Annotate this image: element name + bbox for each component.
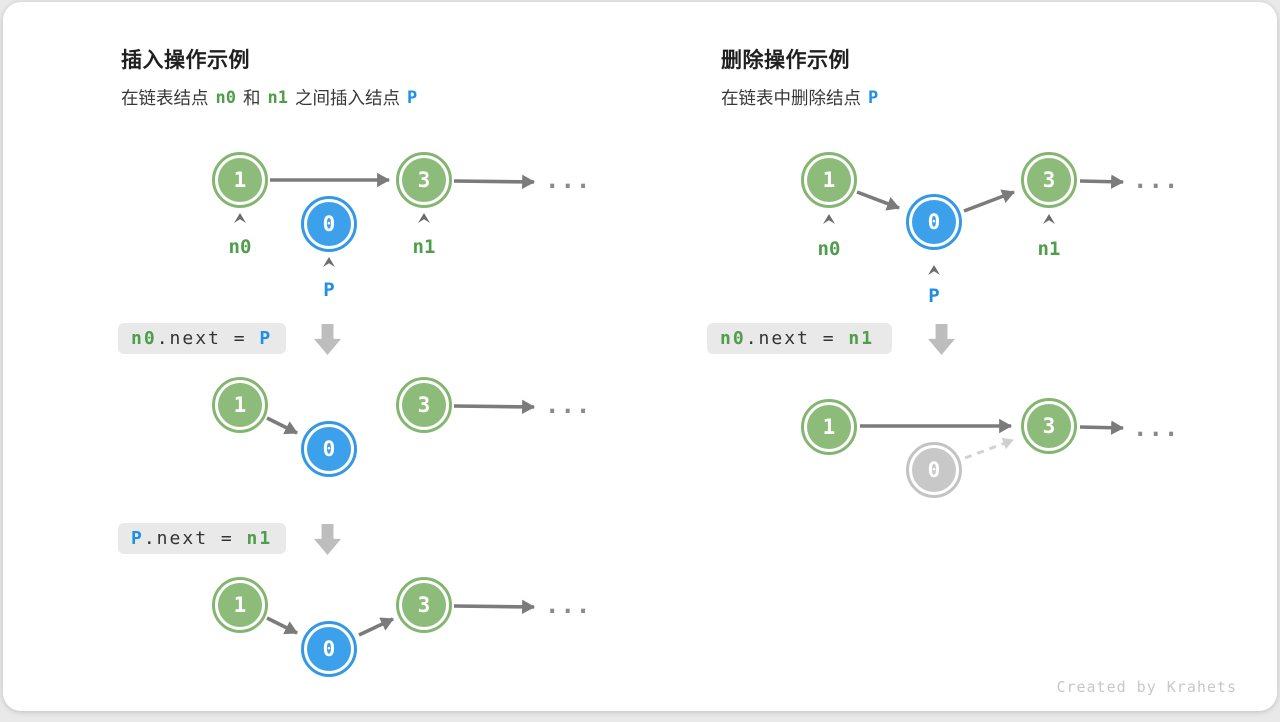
node-1: 1: [801, 399, 857, 455]
ellipsis: ...: [1133, 166, 1180, 194]
insert-subtitle-text-1: 在链表结点: [121, 88, 209, 108]
delete-subtitle-token-p: P: [868, 87, 879, 108]
insert-subtitle-token-n1: n1: [267, 87, 288, 108]
caret-up-icon: [323, 257, 335, 267]
code-lhs: n0: [720, 328, 746, 349]
node-3: 3: [396, 152, 452, 208]
arrow-insert2-3toellipsis: [453, 399, 536, 415]
delete-subtitle: 在链表中删除结点 P: [721, 85, 885, 110]
ellipsis: ...: [545, 391, 592, 419]
insert-subtitle-text-3: 之间插入结点: [294, 88, 400, 108]
pointer-label-n1: n1: [1037, 238, 1061, 260]
arrow-insert3-0to3: [358, 617, 394, 637]
arrow-delete2-3toellipsis: [1079, 420, 1125, 435]
code-lhs: P: [131, 528, 144, 549]
arrow-delete1-3toellipsis: [1079, 174, 1125, 189]
arrow-delete1-0to3: [963, 189, 1016, 213]
delete-title: 删除操作示例: [721, 49, 850, 72]
ellipsis: ...: [545, 591, 592, 619]
arrow-insert3-1to0: [266, 616, 298, 635]
down-arrow-icon: [928, 324, 955, 355]
insert-subtitle: 在链表结点 n0 和 n1 之间插入结点 P: [121, 85, 424, 110]
arrow-layer: [266, 172, 1125, 637]
arrow-delete1-1to0: [856, 190, 901, 211]
insert-subtitle-token-n0: n0: [215, 87, 236, 108]
arrow-insert1-3toellipsis: [453, 174, 536, 190]
node-p: 0: [906, 194, 962, 250]
node-p: 0: [301, 196, 357, 252]
insert-subtitle-text-2: 和: [242, 88, 261, 108]
insert-subtitle-token-p: P: [406, 87, 418, 108]
caret-up-icon: [418, 213, 430, 223]
insert-title: 插入操作示例: [121, 49, 250, 72]
credit-text: Created by Krahets: [1056, 678, 1237, 696]
code-rhs: P: [259, 328, 273, 349]
code-op: .next =: [143, 528, 247, 549]
down-arrow-icon: [314, 324, 341, 355]
node-3: 3: [396, 377, 452, 433]
node-3: 3: [396, 577, 452, 633]
arrow-insert3-3toellipsis: [453, 599, 536, 615]
pointer-label-n1: n1: [412, 236, 436, 258]
caret-up-icon: [1043, 214, 1055, 224]
code-box-delete-step1: n0.next = n1: [707, 323, 892, 354]
node-1: 1: [801, 152, 857, 208]
node-1: 1: [212, 377, 268, 433]
code-lhs: n0: [131, 328, 157, 349]
caret-up-icon: [823, 214, 835, 224]
node-1: 1: [212, 152, 268, 208]
pointer-label-p: P: [323, 279, 335, 301]
down-arrow-icon: [314, 524, 341, 555]
arrow-delete2-0to3-dashed: [964, 437, 1014, 460]
node-1: 1: [212, 577, 268, 633]
code-box-insert-step2: P.next = n1: [118, 523, 286, 554]
node-p: 0: [301, 621, 357, 677]
code-op: .next =: [156, 328, 260, 349]
pointer-label-p: P: [928, 285, 940, 307]
pointer-label-n0: n0: [228, 236, 252, 258]
caret-up-icon: [928, 265, 940, 275]
ellipsis: ...: [545, 166, 592, 194]
code-rhs: n1: [848, 328, 875, 349]
node-3: 3: [1021, 152, 1077, 208]
delete-subtitle-text-1: 在链表中删除结点: [721, 88, 861, 108]
caret-up-icon: [234, 213, 246, 223]
code-rhs: n1: [246, 528, 273, 549]
node-p: 0: [301, 421, 357, 477]
diagram-card: 插入操作示例 在链表结点 n0 和 n1 之间插入结点 P 1 3 0 n0 n…: [3, 2, 1277, 711]
code-op: .next =: [745, 328, 849, 349]
arrow-insert2-1to0: [266, 416, 298, 435]
node-3: 3: [1021, 398, 1077, 454]
pointer-label-n0: n0: [817, 238, 841, 260]
code-box-insert-step1: n0.next = P: [118, 323, 286, 354]
node-p-removed: 0: [906, 442, 962, 498]
ellipsis: ...: [1133, 414, 1180, 442]
